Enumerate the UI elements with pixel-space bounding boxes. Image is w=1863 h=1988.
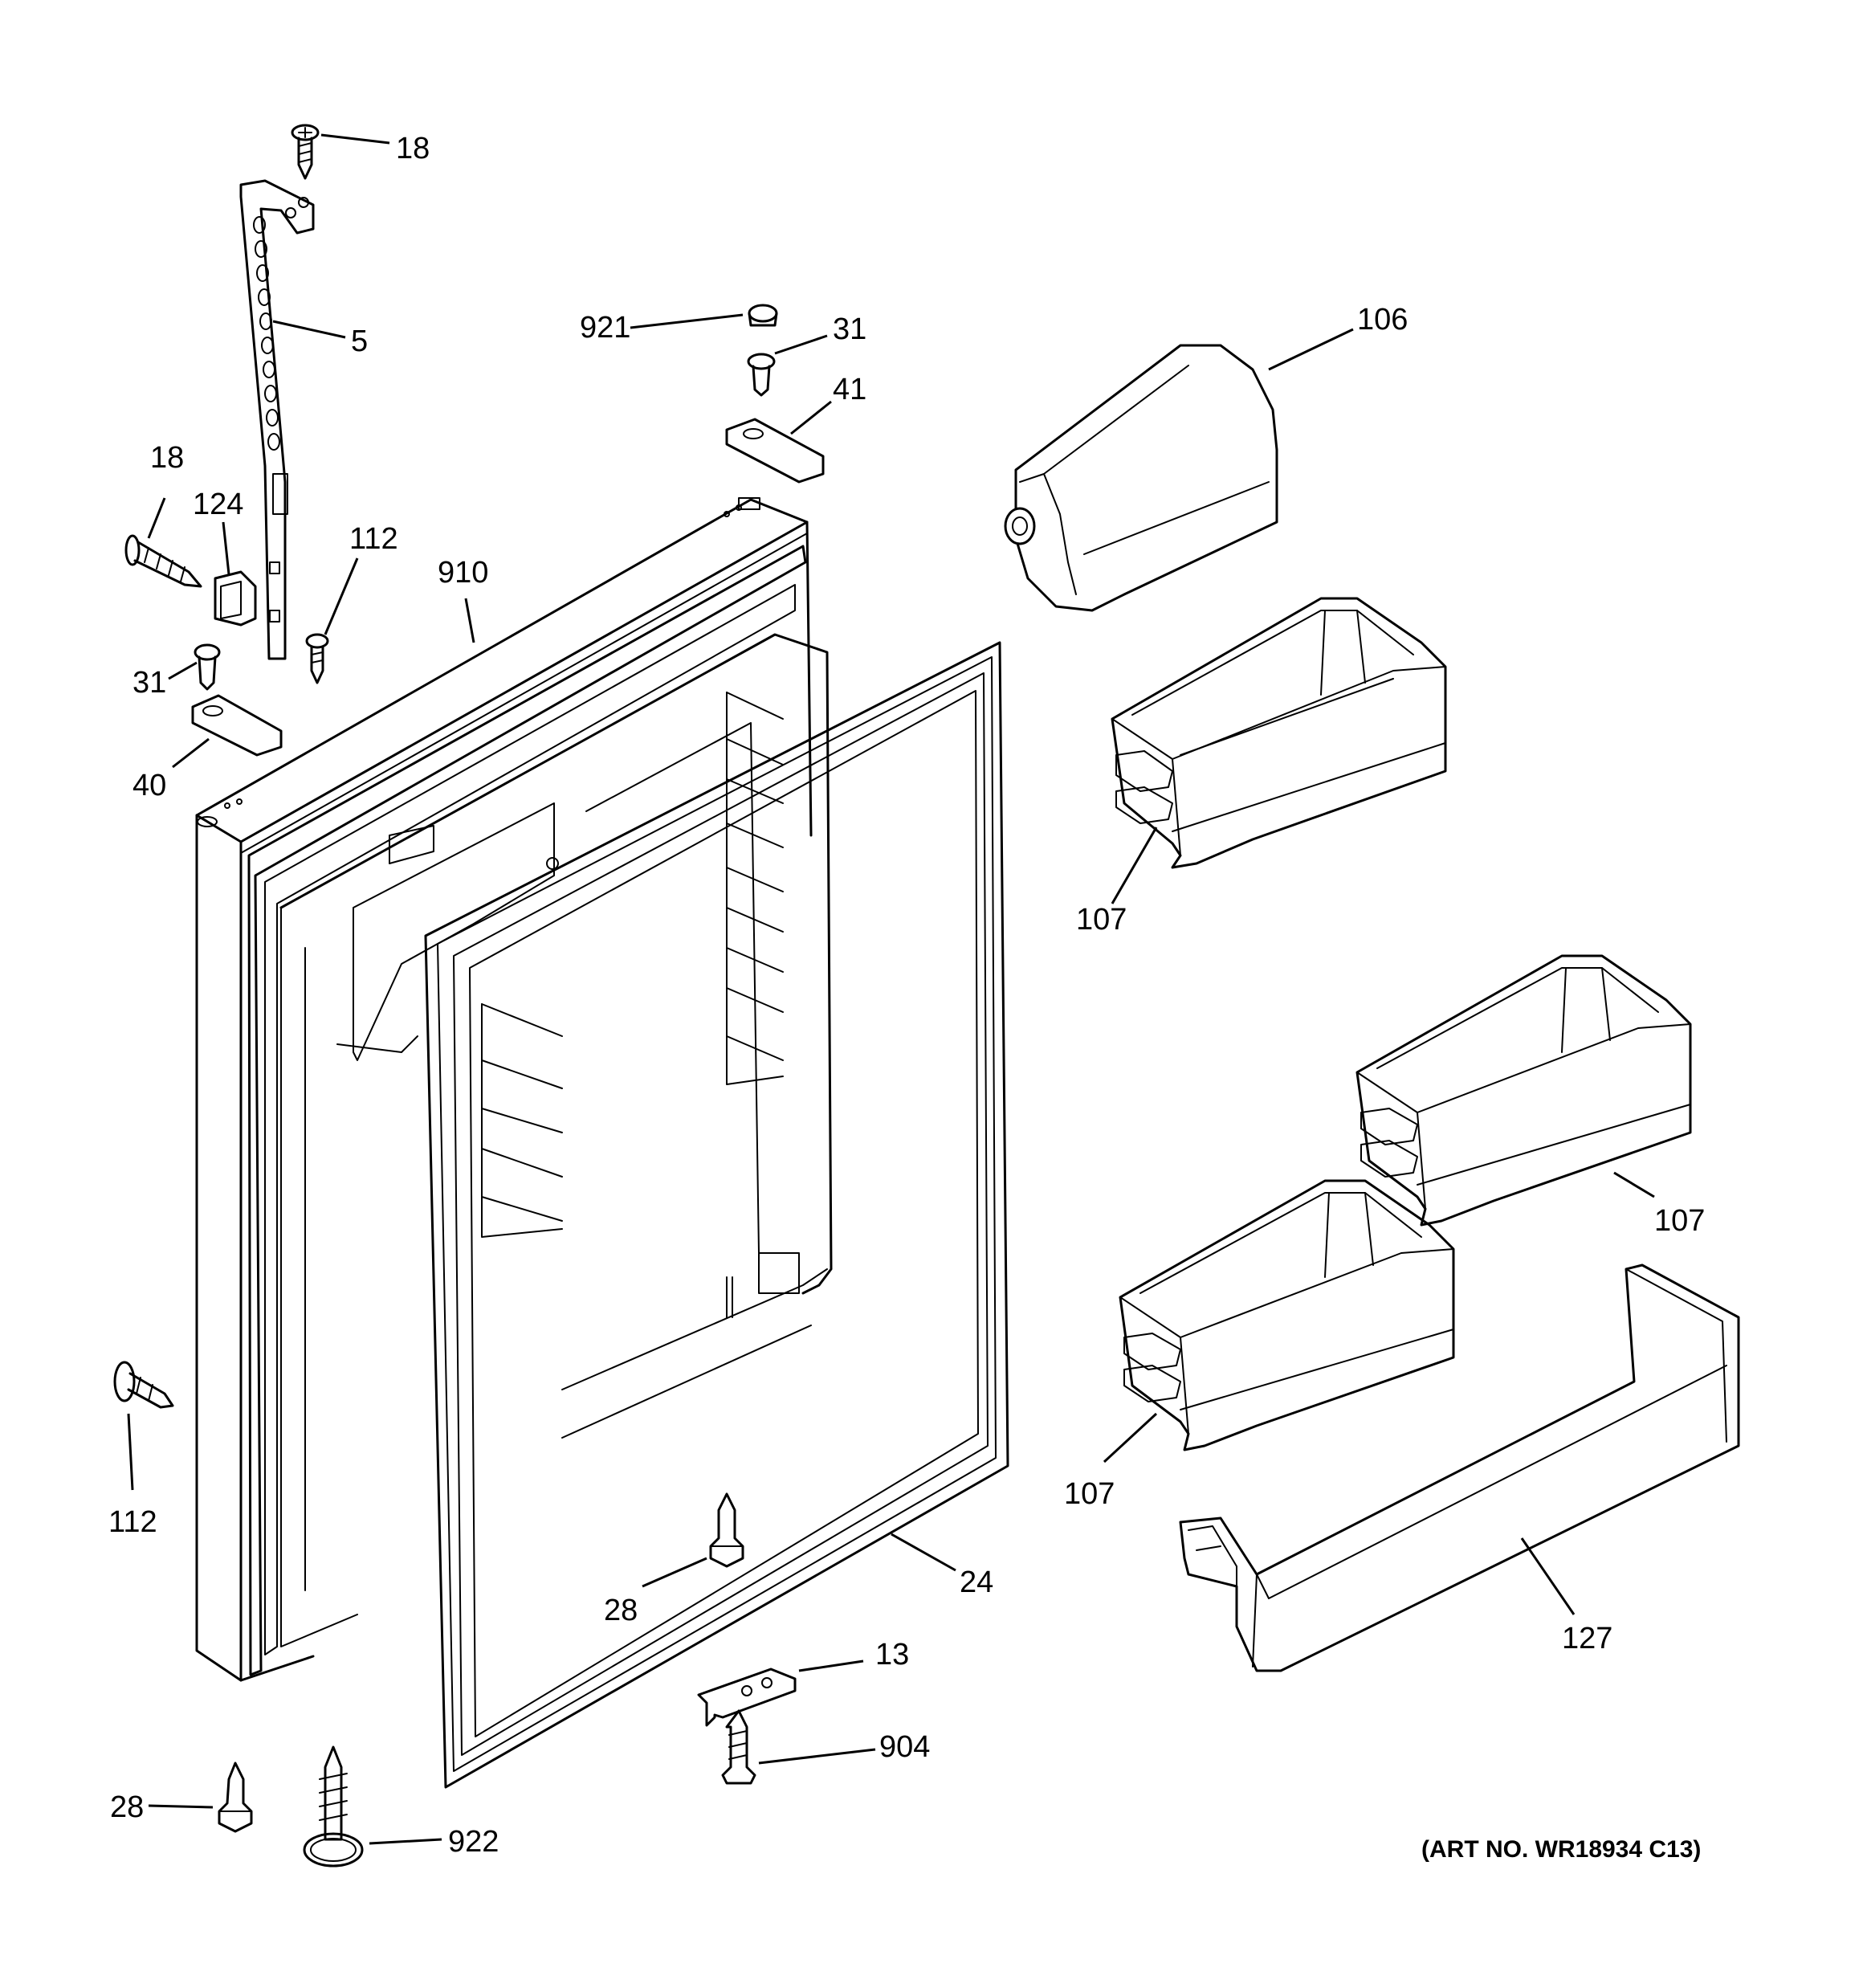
callout-labels: 18 5 921 31 41 106 18 124 112 910 31 40 … [108,132,1705,1859]
callout-18-top: 18 [396,132,430,165]
plug-31-left [194,643,221,691]
door-bin-107-right [1355,954,1692,1227]
screw-904 [721,1709,756,1785]
dairy-cover-106 [1004,344,1278,612]
callout-107-upper: 107 [1076,903,1127,937]
plug-921 [748,304,778,327]
callout-107-lower: 107 [1064,1477,1115,1511]
door-bin-127 [1179,1263,1740,1672]
screw-18-left [124,534,202,588]
callout-leaders [127,133,1655,1845]
callout-922: 922 [448,1825,499,1859]
callout-904: 904 [879,1730,930,1764]
screw-922 [303,1745,364,1868]
callout-31-left: 31 [132,666,166,700]
plug-28-mid [709,1492,744,1568]
callout-112-top: 112 [349,522,398,556]
callout-107-right: 107 [1654,1204,1705,1238]
callout-106: 106 [1357,303,1408,337]
callout-24: 24 [960,1565,993,1599]
callout-910: 910 [438,556,488,590]
callout-124: 124 [193,488,243,521]
callout-127: 127 [1562,1622,1612,1655]
callout-31-top: 31 [833,312,866,346]
plug-31-top [747,353,776,397]
screw-112-top [305,633,329,684]
door-outer-910 [195,497,833,1682]
door-bin-107-lower [1119,1179,1455,1451]
bracket-13 [697,1668,797,1727]
clip-124 [214,570,257,627]
door-bin-107-upper [1111,597,1447,869]
hinge-5 [239,179,315,660]
plug-28-bottom [218,1761,253,1833]
hinge-cover-41 [725,418,825,484]
callout-28-mid: 28 [604,1594,638,1627]
callout-28-bottom: 28 [110,1790,144,1824]
callout-18-left: 18 [150,441,184,475]
callout-5: 5 [351,325,368,358]
door-gasket-24 [424,641,1009,1789]
callout-40: 40 [132,769,166,802]
callout-112-left: 112 [108,1505,157,1539]
callout-921: 921 [580,311,630,345]
callout-41: 41 [833,373,866,406]
screw-112-left [113,1361,174,1409]
art-number: (ART NO. WR18934 C13) [1421,1836,1701,1863]
callout-13: 13 [875,1638,909,1672]
hinge-cover-40 [191,694,283,757]
screw-18-top [291,124,320,180]
